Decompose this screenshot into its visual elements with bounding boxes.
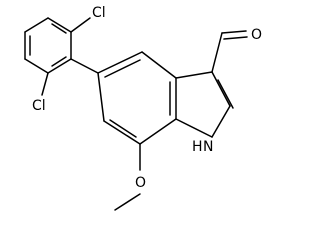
aldehyde-double-bond-a [221, 30, 247, 34]
aldehyde-chain-bond [211, 32, 223, 73]
biaryl-bond [70, 58, 99, 74]
methoxy-ch3-bond [114, 193, 141, 211]
cl-top-label: Cl [92, 5, 106, 21]
methoxy-oxygen-label: O [135, 175, 146, 191]
nh-n-label: N [203, 139, 213, 155]
nh-h-label: H [192, 139, 203, 155]
aldehyde-double-bond-b [223, 36, 248, 40]
molecule-structure: Cl Cl O H N O [24, 5, 262, 211]
pyrrole-ring [175, 71, 234, 138]
aldehyde-oxygen-label: O [251, 27, 262, 43]
indole-benzene-ring [97, 51, 177, 145]
cl-bottom-bond [41, 72, 49, 96]
cl-bottom-label: Cl [32, 98, 46, 114]
cl-top-bond [70, 17, 91, 33]
dichlorophenyl-ring [24, 17, 72, 74]
